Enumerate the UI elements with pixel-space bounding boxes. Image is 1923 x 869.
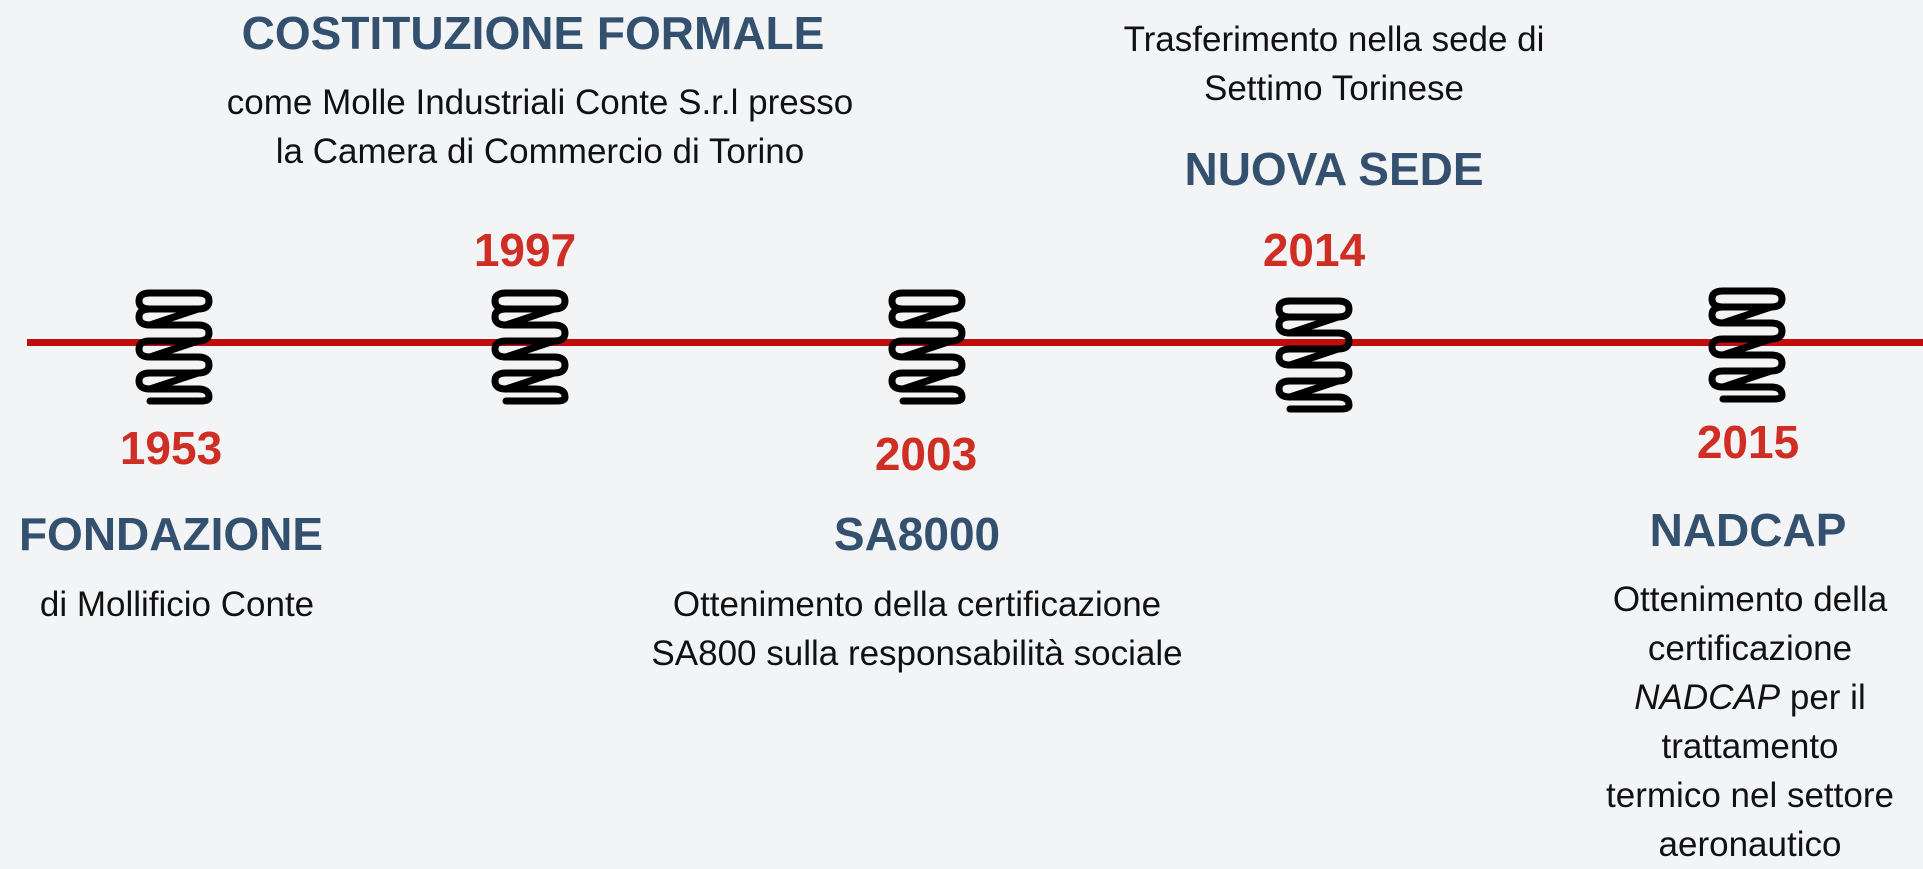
description-line: Ottenimento della bbox=[1612, 580, 1888, 619]
event-description-fondazione: di Mollificio Conte bbox=[40, 580, 314, 629]
description-line: aeronautico bbox=[1658, 825, 1842, 864]
description-line: la Camera di Commercio di Torino bbox=[275, 132, 805, 171]
event-description-costituzione-formale: come Molle Industriali Conte S.r.l press… bbox=[227, 78, 853, 176]
event-title-fondazione: FONDAZIONE bbox=[18, 508, 324, 560]
description-line: SA800 sulla responsabilità sociale bbox=[651, 634, 1183, 673]
nadcap-italic: NADCAP bbox=[1634, 678, 1781, 717]
event-title-sa8000: SA8000 bbox=[833, 508, 1001, 560]
spring-icon bbox=[884, 281, 970, 405]
description-line: Settimo Torinese bbox=[1203, 69, 1465, 108]
event-description-nuova-sede: Trasferimento nella sede di Settimo Tori… bbox=[1124, 15, 1545, 113]
description-line: di Mollificio Conte bbox=[39, 585, 315, 624]
description-line: come Molle Industriali Conte S.r.l press… bbox=[226, 83, 854, 122]
event-year-2015: 2015 bbox=[1696, 416, 1800, 468]
description-fragment: per il bbox=[1780, 678, 1866, 717]
spring-icon bbox=[131, 281, 217, 405]
description-line: NADCAP per il bbox=[1606, 673, 1894, 722]
event-title-nadcap: NADCAP bbox=[1649, 504, 1847, 556]
event-year-1997: 1997 bbox=[473, 224, 577, 276]
spring-icon bbox=[487, 281, 573, 405]
event-description-nadcap: Ottenimento della certificazione NADCAP … bbox=[1606, 575, 1894, 869]
description-line: certificazione bbox=[1647, 629, 1853, 668]
spring-icon bbox=[1271, 289, 1357, 413]
spring-icon bbox=[1704, 279, 1790, 403]
description-line: Trasferimento nella sede di bbox=[1123, 20, 1545, 59]
event-title-nuova-sede: NUOVA SEDE bbox=[1184, 143, 1484, 195]
event-title-costituzione-formale: COSTITUZIONE FORMALE bbox=[241, 7, 825, 59]
timeline-line bbox=[27, 339, 1923, 346]
description-line: trattamento bbox=[1661, 727, 1839, 766]
event-year-2014: 2014 bbox=[1262, 224, 1366, 276]
event-year-1953: 1953 bbox=[119, 422, 223, 474]
description-line: Ottenimento della certificazione bbox=[672, 585, 1162, 624]
event-description-sa8000: Ottenimento della certificazione SA800 s… bbox=[651, 580, 1182, 678]
description-line: termico nel settore bbox=[1606, 776, 1894, 815]
event-year-2003: 2003 bbox=[874, 428, 978, 480]
